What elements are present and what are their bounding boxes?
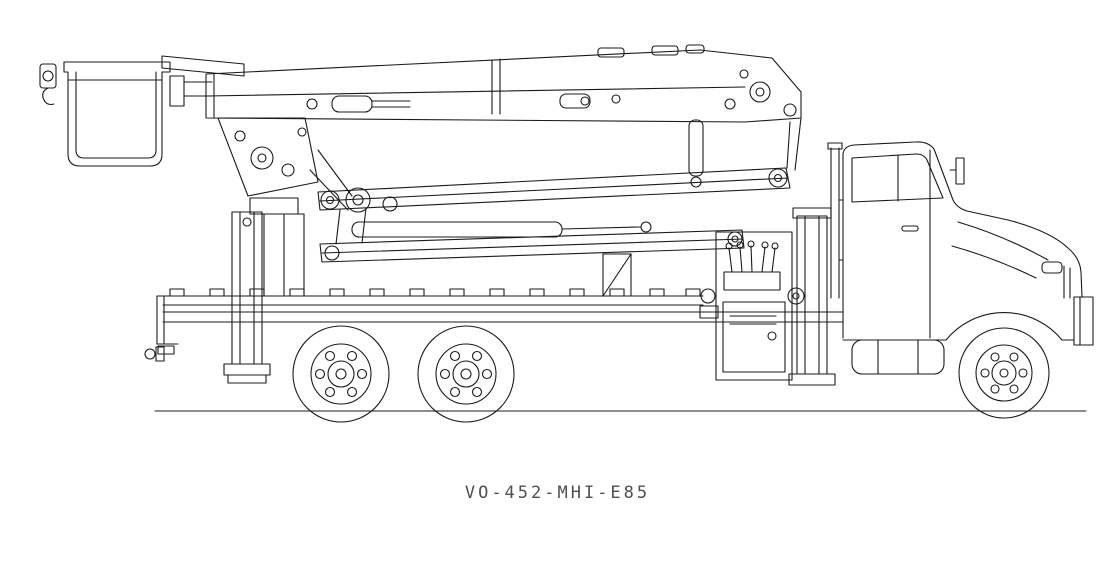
bucket-hanger — [39, 63, 57, 106]
flatbed-frame — [144, 288, 844, 362]
pedestal-control-station — [699, 231, 805, 381]
fuel-tank — [851, 339, 945, 375]
drawing-caption: VO-452-MHI-E85 — [464, 483, 651, 503]
elbow-joint — [688, 69, 802, 188]
outrigger-right — [788, 207, 836, 386]
headlight — [1041, 261, 1063, 274]
rear-wheel-right — [417, 325, 515, 423]
exhaust-stack — [827, 142, 844, 299]
lower-boom — [317, 167, 791, 263]
mirror — [955, 157, 965, 185]
door-handle — [901, 225, 919, 232]
outrigger-left — [223, 211, 271, 384]
front-wheel — [958, 327, 1050, 419]
cab-window — [851, 153, 944, 203]
turret-assembly — [217, 117, 353, 297]
leveling-cylinder — [306, 95, 411, 113]
rear-wheel-left — [292, 325, 390, 423]
wheels — [292, 325, 1050, 423]
cab — [827, 141, 1094, 375]
jib-bracket — [161, 55, 245, 107]
upper-boom — [205, 44, 802, 123]
control-levers — [725, 240, 779, 273]
boom-rest — [602, 253, 632, 297]
front-bumper — [1073, 296, 1094, 346]
bucket-assembly — [39, 55, 245, 167]
lift-cylinder — [351, 221, 652, 238]
hanging-cylinder — [688, 119, 704, 188]
